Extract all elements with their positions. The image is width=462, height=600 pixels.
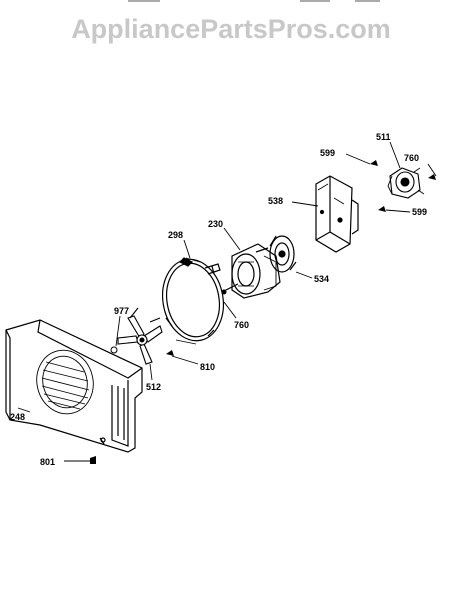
part-label-760-upper: 760	[404, 153, 419, 163]
gear-assembly-511	[387, 167, 425, 199]
housing-panel-248	[5, 319, 143, 453]
screw-810	[166, 350, 174, 356]
part-label-538: 538	[268, 196, 283, 206]
part-label-810: 810	[200, 362, 215, 372]
screw-801	[90, 456, 96, 464]
screw-760-upper	[428, 174, 436, 180]
control-box-538	[315, 175, 359, 253]
mounting-ring-298	[162, 257, 224, 345]
part-label-512: 512	[146, 382, 161, 392]
part-label-298: 298	[168, 230, 183, 240]
site-watermark: AppliancePartsPros.com	[71, 14, 391, 44]
part-labels: 599 511 760 538 599 230 298 534 977 760 …	[10, 132, 427, 467]
part-label-760-lower: 760	[234, 320, 249, 330]
screw-599-upper	[370, 160, 378, 166]
screw-760-lower	[221, 283, 239, 295]
motor-230	[231, 243, 281, 299]
bracket-534	[269, 235, 297, 273]
leader-lines	[17, 141, 437, 462]
part-label-801: 801	[40, 457, 55, 467]
screw-599-lower	[378, 206, 386, 212]
nut-977	[110, 346, 118, 354]
part-label-977: 977	[114, 306, 129, 316]
vent-grille	[36, 349, 94, 415]
part-label-534: 534	[314, 274, 329, 284]
part-label-599-upper: 599	[320, 148, 335, 158]
part-label-248: 248	[10, 412, 25, 422]
part-label-511: 511	[376, 132, 391, 142]
part-label-599-lower: 599	[412, 207, 427, 217]
fan-blade-512	[117, 307, 163, 365]
part-label-230: 230	[208, 219, 223, 229]
